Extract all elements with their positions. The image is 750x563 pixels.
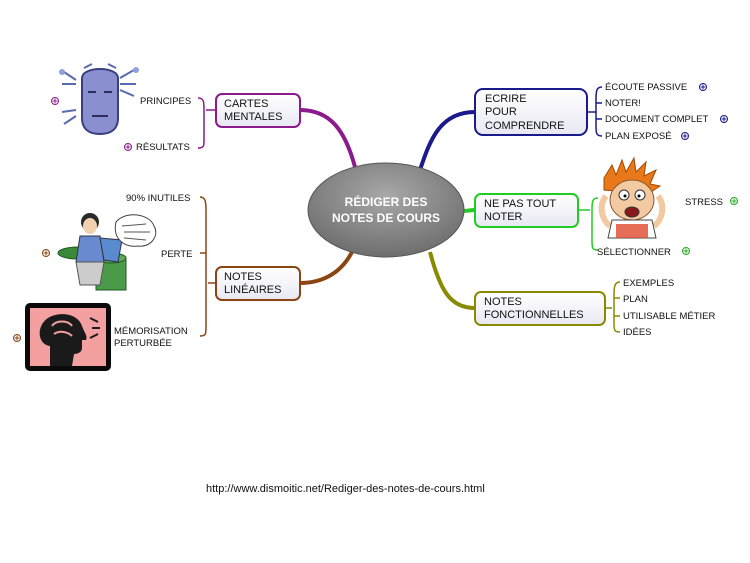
fonctionnelles-item-1: EXEMPLES: [623, 278, 674, 289]
expand-icon[interactable]: [51, 97, 59, 105]
branch-ne-pas-label-2: NOTER: [484, 211, 523, 223]
connector-cartes: [299, 108, 357, 168]
lineaires-item-4: PERTURBÉE: [114, 338, 172, 349]
ecrire-item-1: ÉCOUTE PASSIVE: [605, 82, 687, 93]
bracket-ne-pas: [578, 197, 599, 251]
expand-icon[interactable]: [13, 334, 21, 342]
expand-icon[interactable]: [42, 249, 50, 257]
lineaires-item-1: 90% INUTILES: [126, 193, 190, 204]
stressed-person-illustration: [598, 156, 666, 239]
fonctionnelles-item-3: UTILISABLE MÉTIER: [623, 311, 716, 322]
connector-fonctionnelles: [428, 251, 476, 310]
center-node[interactable]: [307, 162, 465, 258]
expand-icon[interactable]: [730, 197, 738, 205]
expand-icon[interactable]: [682, 247, 690, 255]
center-title-line2: NOTES DE COURS: [332, 211, 440, 225]
expand-icon[interactable]: [124, 143, 132, 151]
lineaires-item-3: MÉMORISATION: [114, 326, 188, 337]
cartes-item-1: PRINCIPES: [140, 96, 191, 107]
branch-lineaires-label-1: NOTES: [224, 271, 262, 283]
ne-pas-item-1: STRESS: [685, 197, 723, 208]
center-title-line1: RÉDIGER DES: [345, 194, 428, 209]
expand-icon[interactable]: [720, 115, 728, 123]
source-url[interactable]: http://www.dismoitic.net/Rediger-des-not…: [206, 483, 485, 495]
ecrire-item-4: PLAN EXPOSÉ: [605, 131, 672, 142]
branch-fonctionnelles-label-2: FONCTIONNELLES: [484, 309, 584, 321]
branch-cartes-label-1: CARTES: [224, 98, 268, 110]
fonctionnelles-item-2: PLAN: [623, 294, 648, 305]
bracket-lineaires: [199, 196, 216, 337]
bracket-cartes: [197, 97, 216, 149]
branch-ne-pas-label-1: NE PAS TOUT: [484, 198, 556, 210]
cartes-item-2: RÉSULTATS: [136, 142, 190, 153]
fonctionnelles-item-4: IDÉES: [623, 327, 652, 338]
branch-ecrire-label-2: POUR: [485, 106, 517, 118]
branch-ecrire-label-1: ECRIRE: [485, 93, 527, 105]
branch-ecrire-label-3: COMPRENDRE: [485, 120, 564, 132]
lineaires-item-2: PERTE: [161, 249, 193, 260]
bracket-ecrire: [587, 86, 603, 137]
branch-fonctionnelles-label-1: NOTES: [484, 296, 522, 308]
expand-icon[interactable]: [681, 132, 689, 140]
trash-bins-illustration: [57, 213, 157, 291]
branch-lineaires-label-2: LINÉAIRES: [224, 283, 281, 296]
ecrire-item-3: DOCUMENT COMPLET: [605, 114, 708, 125]
ne-pas-item-2: SÉLECTIONNER: [597, 247, 671, 258]
brain-head-illustration: [59, 63, 139, 136]
expand-icon[interactable]: [699, 83, 707, 91]
connector-ecrire: [418, 110, 476, 171]
brain-silhouette-illustration: [25, 303, 111, 371]
connector-lineaires: [299, 251, 354, 285]
branch-cartes-label-2: MENTALES: [224, 111, 282, 123]
ecrire-item-2: NOTER!: [605, 98, 641, 109]
bracket-fonctionnelles: [605, 281, 621, 333]
